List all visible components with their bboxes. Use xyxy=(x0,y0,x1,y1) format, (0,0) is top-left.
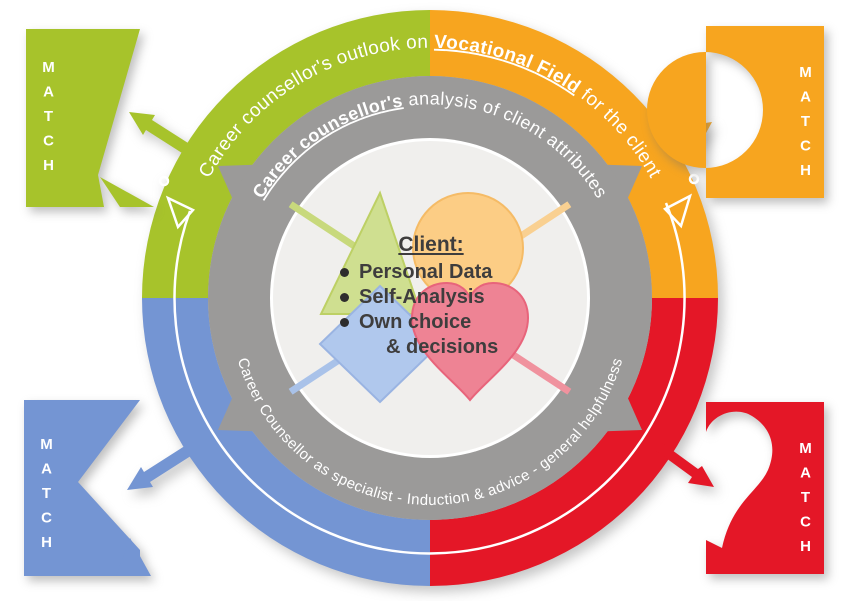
match-piece-bottom-right: MATCH xyxy=(706,402,826,574)
arrow-top-left xyxy=(129,112,199,160)
client-item: & decisions xyxy=(338,335,524,360)
client-item-label: Own choice xyxy=(359,311,472,333)
bullet-dot xyxy=(340,268,349,277)
arrow-bottom-right xyxy=(655,442,714,487)
client-item: Own choice xyxy=(338,310,524,335)
match-piece-flap xyxy=(100,177,154,207)
quadrant-orange xyxy=(430,10,718,298)
bullet-dot xyxy=(340,318,349,327)
client-item-label: Self-Analysis xyxy=(359,286,485,308)
flow-arc xyxy=(158,173,700,555)
arrow-bottom-left xyxy=(127,442,197,490)
bullet-dot xyxy=(340,293,349,302)
match-piece-top-right: MATCH xyxy=(647,26,826,198)
quadrant-blue xyxy=(142,298,430,586)
match-piece-shape-heart-notch xyxy=(706,402,824,574)
client-item: Self-Analysis xyxy=(338,285,524,310)
client-heading: Client: xyxy=(398,233,464,256)
client-item: Personal Data xyxy=(338,260,524,285)
quadrant-green xyxy=(142,10,430,298)
match-label: MATCH xyxy=(797,64,814,187)
match-label: MATCH xyxy=(797,440,814,563)
match-piece-shape-triangle-notch xyxy=(26,29,140,207)
client-item-label: & decisions xyxy=(386,336,499,358)
client-item-label: Personal Data xyxy=(359,261,493,283)
match-label: MATCH xyxy=(40,59,57,182)
match-label: MATCH xyxy=(38,436,55,559)
heart-shape xyxy=(410,281,530,402)
match-piece-bottom-left: MATCH xyxy=(24,400,154,576)
quadrant-red xyxy=(430,298,718,586)
match-piece-top-left: MATCH xyxy=(26,27,156,209)
match-piece-shape-circle-notch xyxy=(647,26,824,198)
client-panel: Client: Personal Data Self-Analysis Own … xyxy=(338,233,524,360)
match-piece-shape-diamond-notch xyxy=(24,400,140,576)
match-piece-flap xyxy=(116,538,151,576)
